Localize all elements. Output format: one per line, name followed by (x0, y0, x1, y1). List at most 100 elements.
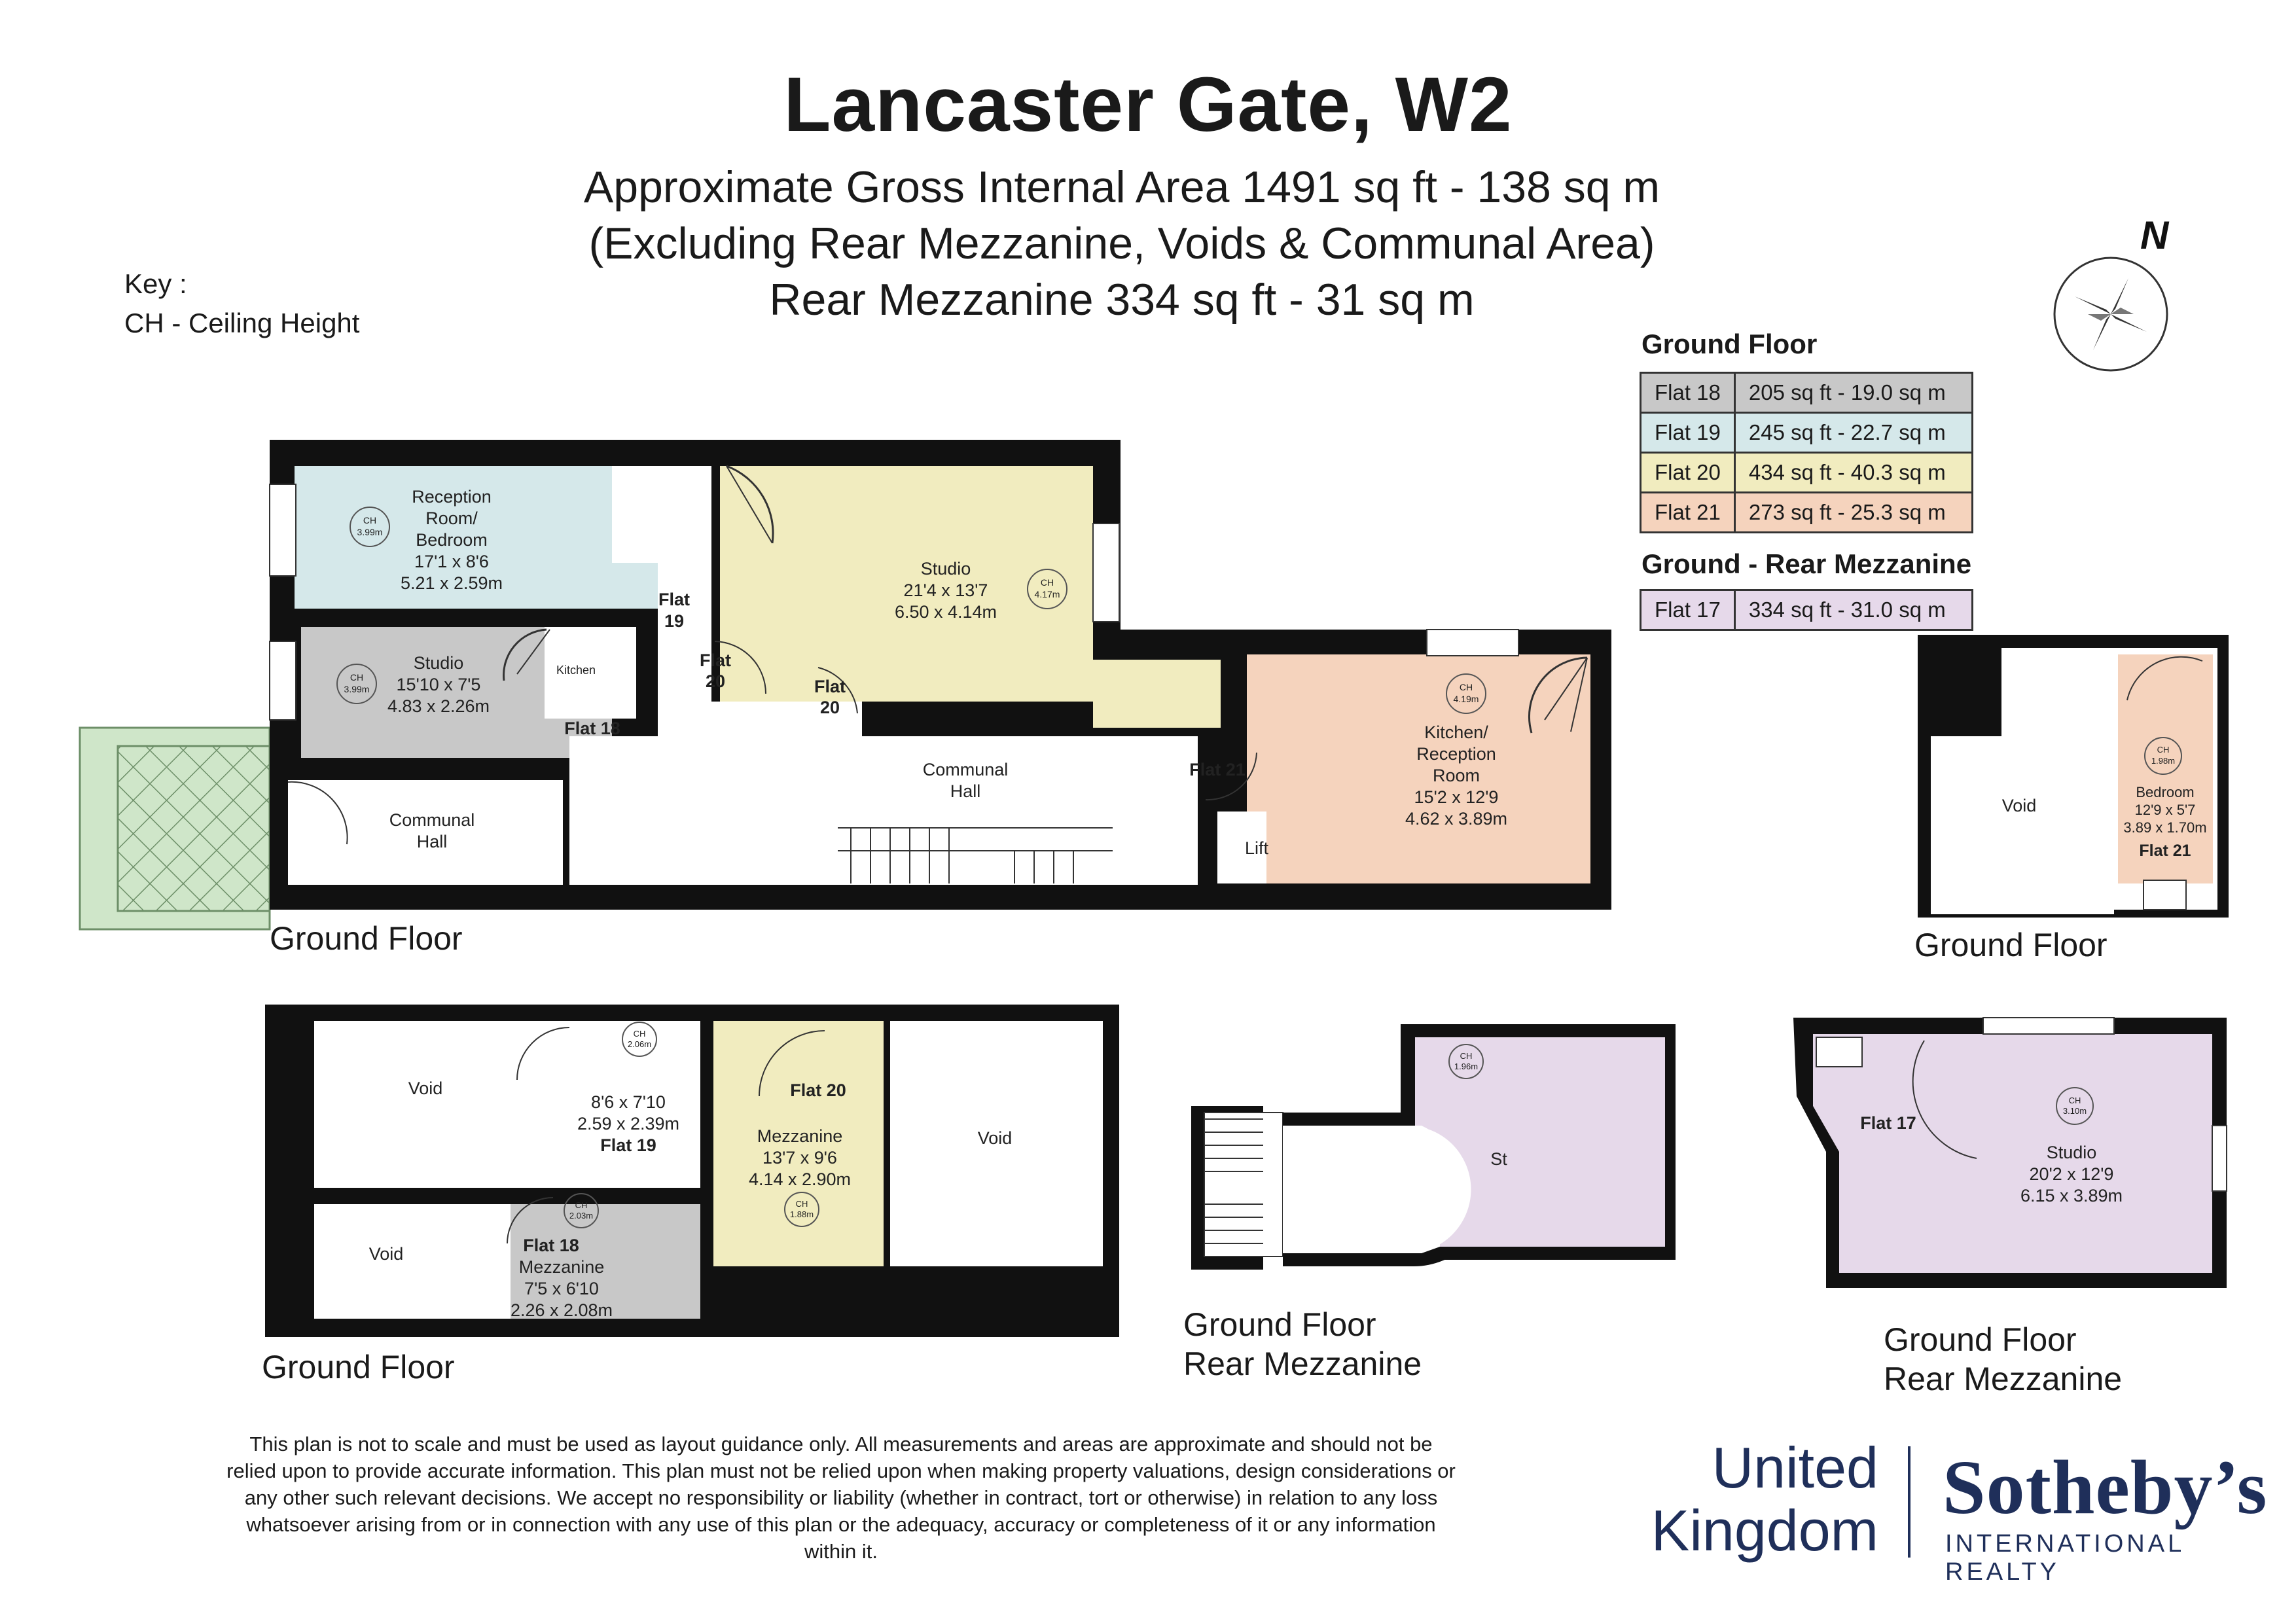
table-row: Flat 19 245 sq ft - 22.7 sq m (1640, 412, 1973, 454)
ch-value: 2.03m (569, 1211, 593, 1221)
reception-label-2: Room/ (425, 508, 478, 528)
flat20-mezz-imperial: 13'7 x 9'6 (762, 1148, 837, 1168)
kitchen-reception-label-1: Kitchen/ (1424, 722, 1488, 742)
right-top-plan-walls (1918, 635, 2229, 918)
flat20-door-label: Flat (700, 651, 731, 670)
key-heading: Key : (124, 268, 187, 299)
mezz-right-plan-walls (1793, 1017, 2227, 1288)
ch-value: 3.10m (2063, 1106, 2087, 1116)
flat19-mezz-label: Flat 19 (600, 1135, 656, 1155)
flat20-mezz-metric: 4.14 x 2.90m (749, 1169, 851, 1189)
ch-label: CH (1460, 1051, 1473, 1061)
floor-label-right-top: Ground Floor (1914, 927, 2108, 963)
subtitle-gross-area: Approximate Gross Internal Area 1491 sq … (583, 162, 1660, 212)
ch-value: 4.17m (1035, 589, 1060, 599)
floor-label-mezz-left: Ground Floor (262, 1349, 455, 1385)
table-row: Flat 21 273 sq ft - 25.3 sq m (1640, 491, 1973, 533)
terrace (79, 726, 271, 931)
room-studio-flat20 (720, 466, 1093, 702)
area-table-ground-title: Ground Floor (1641, 329, 1818, 359)
studio18-imperial: 15'10 x 7'5 (397, 675, 481, 694)
studio20-imperial: 21'4 x 13'7 (904, 580, 988, 600)
studio17-metric: 6.15 x 3.89m (2020, 1186, 2123, 1205)
compass-north-label: N (2140, 213, 2170, 257)
flat20-entry-number: 20 (820, 698, 840, 717)
flat18-kitchen (545, 627, 636, 719)
communal-left-label-2: Hall (417, 832, 448, 851)
flat18-mezz-metric: 2.26 x 2.08m (511, 1300, 613, 1320)
table-row: Flat 18 205 sq ft - 19.0 sq m (1640, 372, 1973, 414)
studio18-label: Studio (414, 653, 464, 673)
communal-stairs (838, 827, 1113, 883)
floor-label-mezz-mid-1: Ground Floor (1183, 1306, 1376, 1343)
room-hall-flat21 (1247, 687, 1325, 753)
mezz-mid-plan-walls (1191, 1024, 1676, 1270)
kitchen-reception-metric: 4.62 x 3.89m (1405, 809, 1507, 829)
disclaimer-text: This plan is not to scale and must be us… (226, 1433, 1456, 1563)
void-label: Void (978, 1128, 1013, 1148)
flat21-door-label: Flat 21 (1189, 760, 1246, 779)
flat18-label: Flat 18 (564, 719, 620, 738)
flat19-label: Flat (658, 590, 690, 609)
floor-label-mezz-right-1: Ground Floor (1884, 1321, 2077, 1358)
table-row: Flat 20 434 sq ft - 40.3 sq m (1640, 452, 1973, 493)
bedroom-label: Bedroom (2136, 784, 2194, 800)
ch-label: CH (350, 672, 363, 683)
studio17-imperial: 20'2 x 12'9 (2030, 1164, 2114, 1184)
floor-label-main: Ground Floor (270, 920, 463, 957)
ch-label: CH (2157, 745, 2170, 755)
area-cell: 205 sq ft - 19.0 sq m (1733, 372, 1973, 414)
kitchen-reception-label-3: Room (1433, 766, 1480, 785)
lift (1217, 812, 1266, 883)
flat20-entry-label: Flat (814, 677, 846, 696)
flat19-number: 19 (664, 611, 684, 631)
flat19-mezz-metric: 2.59 x 2.39m (577, 1114, 679, 1133)
flat-cell: Flat 17 (1640, 589, 1736, 631)
area-cell: 273 sq ft - 25.3 sq m (1733, 491, 1973, 533)
kitchen-flat18-label: Kitchen (556, 664, 596, 677)
flat17-label: Flat 17 (1860, 1113, 1916, 1133)
communal-hall-main (569, 736, 1198, 885)
studio20-metric: 6.50 x 4.14m (895, 602, 997, 622)
reception-label-3: Bedroom (416, 530, 488, 550)
storage-label: St (1490, 1149, 1507, 1169)
area-table-mezzanine-title: Ground - Rear Mezzanine (1641, 548, 1972, 579)
area-table-ground: Flat 18 205 sq ft - 19.0 sq m Flat 19 24… (1640, 372, 1973, 533)
flat-cell: Flat 20 (1640, 452, 1736, 493)
room-reception-flat19 (295, 466, 658, 609)
ch-value: 4.19m (1454, 694, 1479, 704)
compass-icon: N (2053, 213, 2170, 372)
flat20-mezz-name: Mezzanine (757, 1126, 843, 1146)
key-ceiling-height: CH - Ceiling Height (124, 308, 360, 338)
reception-metric: 5.21 x 2.59m (401, 573, 503, 593)
void-label: Void (2002, 796, 2037, 815)
communal-mid-label-1: Communal (923, 760, 1009, 779)
brand-region-line2: Kingdom (1651, 1498, 1878, 1563)
table-row: Flat 17 334 sq ft - 31.0 sq m (1640, 589, 1973, 631)
ch-value: 3.99m (357, 527, 383, 537)
flat20-lobby (711, 702, 862, 741)
lift-label: Lift (1245, 838, 1269, 858)
kitchen-reception-label-2: Reception (1416, 744, 1496, 764)
flat-cell: Flat 21 (1640, 491, 1736, 533)
ch-label: CH (363, 515, 376, 526)
flat20-door-number: 20 (706, 671, 725, 691)
mezz-left-plan-walls (265, 1005, 1119, 1337)
subtitle-exclusions: (Excluding Rear Mezzanine, Voids & Commu… (588, 219, 1655, 268)
communal-hall-left (288, 780, 563, 885)
flat-cell: Flat 19 (1640, 412, 1736, 454)
ch-label: CH (575, 1200, 588, 1210)
ch-value: 2.06m (628, 1039, 651, 1049)
room-bedroom-flat21 (2118, 654, 2213, 883)
flat19-bath (612, 466, 710, 563)
area-table-mezzanine: Flat 17 334 sq ft - 31.0 sq m (1640, 589, 1973, 631)
studio20-label: Studio (921, 559, 971, 579)
area-cell: 245 sq ft - 22.7 sq m (1733, 412, 1973, 454)
ch-label: CH (2069, 1096, 2081, 1105)
ch-value: 1.96m (1454, 1061, 1478, 1071)
room-bath-flat20 (1093, 660, 1221, 728)
brand-region-line1: United (1712, 1435, 1878, 1500)
studio17-label: Studio (2047, 1143, 2097, 1162)
ch-value: 3.99m (344, 684, 370, 694)
